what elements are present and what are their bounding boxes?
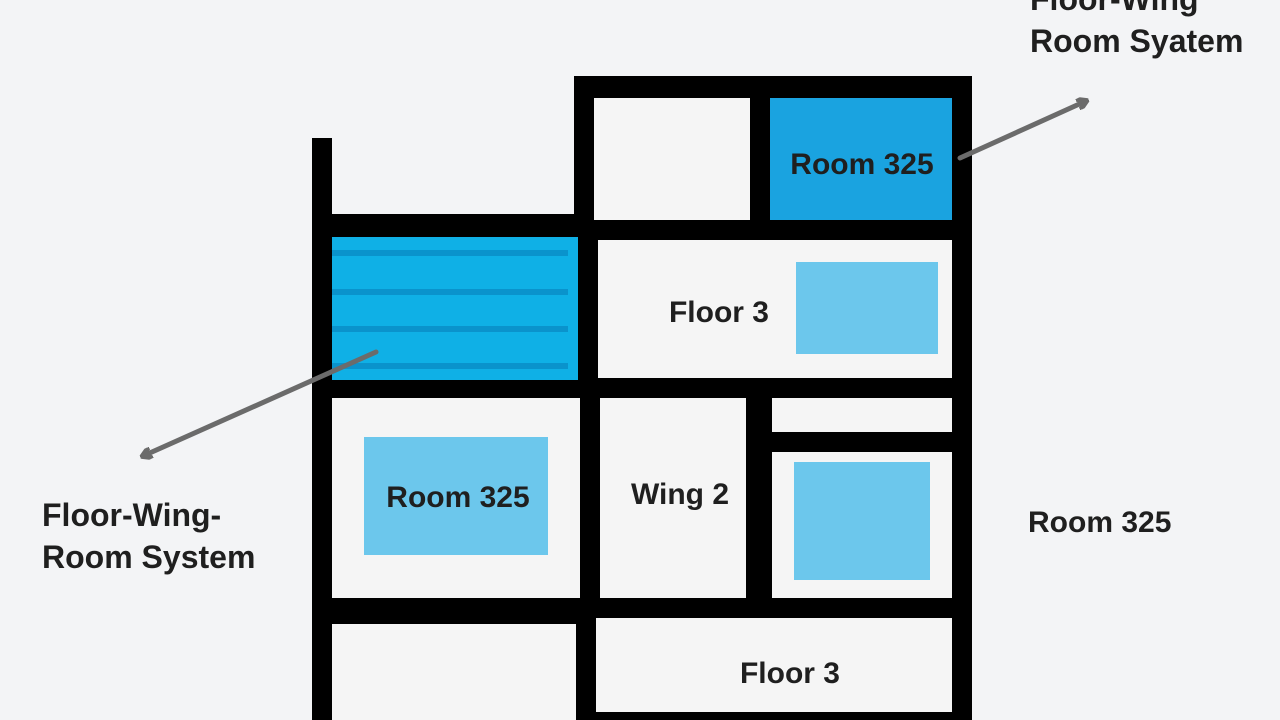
arrows (143, 101, 1086, 456)
floor-mid-light-box (796, 262, 938, 354)
left-caption-line1: Floor-Wing- (42, 497, 221, 533)
room-top-left (594, 98, 750, 220)
room-325-top-label: Room 325 (790, 148, 933, 181)
arrow-left-down (143, 349, 379, 456)
room-325-left-label: Room 325 (386, 481, 529, 514)
right-lower-light-box (794, 462, 930, 580)
floor-3-mid-label: Floor 3 (669, 296, 769, 329)
left-caption-line2: Room System (42, 539, 255, 575)
wing-2-label: Wing 2 (631, 478, 729, 511)
highlights (332, 98, 952, 580)
striped-room-highlight (332, 237, 578, 380)
room-left-light-box (364, 437, 548, 555)
floor-3-bottom-label: Floor 3 (740, 657, 840, 690)
room-thin-right (772, 398, 952, 432)
top-caption-line1: Floor-Wing (1030, 0, 1199, 17)
room-325-highlight (770, 98, 952, 220)
room-floor-bottom (596, 618, 952, 712)
room-bottom-left (332, 624, 576, 720)
arrow-top-right (957, 101, 1086, 161)
room-325-right-label: Room 325 (1028, 506, 1171, 539)
room-wing (600, 398, 746, 598)
top-caption-line2: Room Syatem (1030, 23, 1243, 59)
